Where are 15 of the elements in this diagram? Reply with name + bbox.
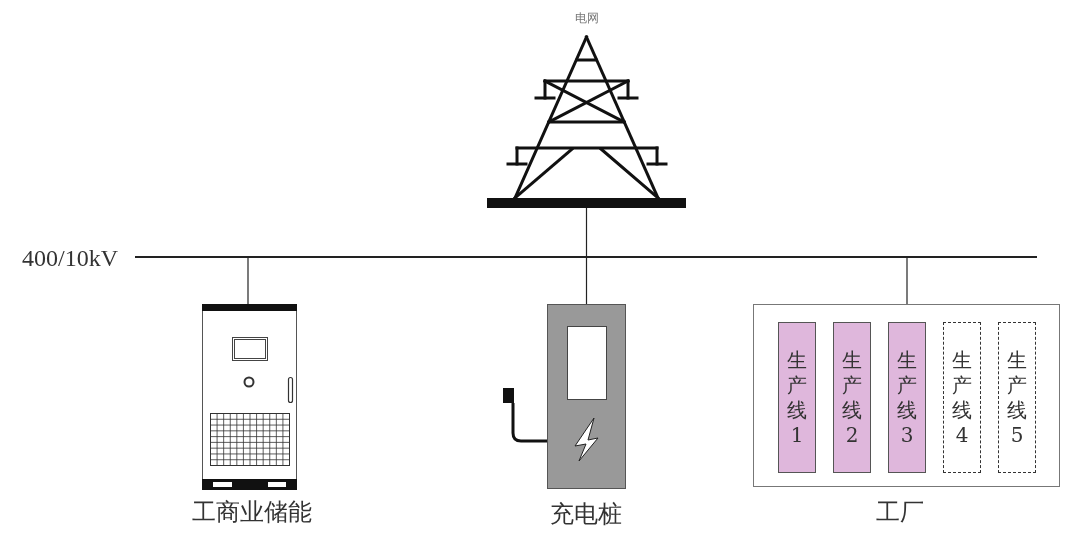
production-line-label: 生产线1 — [786, 347, 808, 448]
bus-line — [135, 256, 1037, 258]
production-line-label: 生产线2 — [841, 347, 863, 448]
production-line-label: 生产线4 — [951, 347, 973, 448]
connector-line — [906, 256, 908, 305]
device-label: 充电桩 — [550, 502, 622, 526]
factory-label: 工厂 — [876, 500, 924, 524]
connector-line — [585, 207, 588, 257]
device-label: 工商业储能 — [192, 500, 312, 524]
production-line-label: 生产线3 — [896, 347, 918, 448]
grid-label: 电网 — [574, 12, 599, 24]
connector-line — [247, 256, 249, 305]
voltage-label: 400/10kV — [22, 246, 118, 270]
production-line-label: 生产线5 — [1006, 347, 1028, 448]
connector-line — [585, 256, 588, 305]
